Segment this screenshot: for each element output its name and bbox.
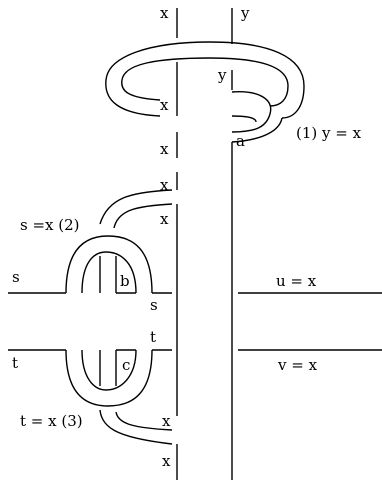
label-b: b	[120, 272, 130, 290]
label-relation-1: (1) y = x	[296, 124, 362, 142]
label-c: c	[122, 356, 130, 374]
upper-connector	[99, 189, 173, 229]
label-y-top: y	[240, 4, 250, 22]
label-x-mid1: x	[160, 140, 169, 158]
label-y-loop: y	[217, 66, 227, 84]
label-v-relation: v = x	[277, 356, 318, 374]
label-relation-3: t = x (3)	[20, 412, 83, 430]
label-x-mid2: x	[160, 176, 169, 194]
lower-arch	[65, 349, 153, 407]
label-x-top: x	[160, 4, 169, 22]
upper-arch	[65, 235, 153, 294]
label-t-left: t	[12, 354, 18, 372]
label-x-low2: x	[162, 452, 171, 470]
lower-connector	[99, 409, 173, 445]
label-u-relation: u = x	[276, 272, 317, 290]
label-x-low1: x	[162, 412, 171, 430]
label-a: a	[236, 132, 245, 150]
label-s-left: s	[12, 268, 20, 286]
label-x-loop: x	[160, 96, 169, 114]
label-x-mid3: x	[160, 210, 169, 228]
label-relation-2: s =x (2)	[20, 216, 80, 234]
label-s-inner: s	[150, 296, 158, 314]
label-t-inner: t	[150, 328, 156, 346]
top-loop	[105, 41, 305, 143]
